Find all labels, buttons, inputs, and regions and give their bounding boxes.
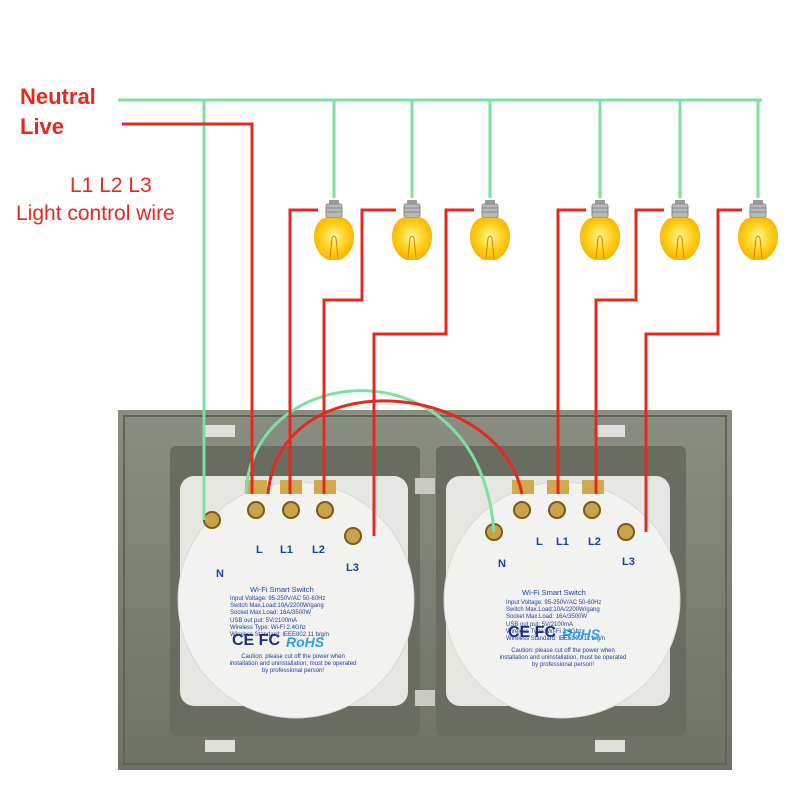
light-bulb-icon <box>313 199 355 261</box>
light-bulb-icon <box>659 199 701 261</box>
terminal-label-l2-left: L2 <box>312 544 325 556</box>
neutral-wires <box>118 98 762 533</box>
certification-marks-right: CE FC <box>508 624 556 641</box>
switch-title-right: Wi-Fi Smart Switch <box>522 588 586 597</box>
terminal-label-n-right: N <box>498 558 506 570</box>
light-bulb-icon <box>737 199 779 261</box>
terminal-label-l-right: L <box>536 536 543 548</box>
terminal-label-l3-right: L3 <box>622 556 635 568</box>
terminal-label-l1-left: L1 <box>280 544 293 556</box>
terminal-label-l2-right: L2 <box>588 536 601 548</box>
legend-l1-l2-l3: L1 L2 L3 <box>70 174 152 197</box>
caution-text-left: Caution: please cut off the power when i… <box>229 654 357 675</box>
legend-light-control-wire: Light control wire <box>16 202 175 225</box>
terminal-label-l1-right: L1 <box>556 536 569 548</box>
live-wires <box>122 122 742 536</box>
terminal-label-n-left: N <box>216 568 224 580</box>
caution-text-right: Caution: please cut off the power when i… <box>499 648 627 669</box>
switch-specs-left: Input Voltage: 95-250V/AC 50-60Hz Switch… <box>230 596 329 639</box>
switch-specs-right: Input Voltage: 95-250V/AC 50-60Hz Switch… <box>506 600 605 643</box>
terminal-label-l-left: L <box>256 544 263 556</box>
switch-title-left: Wi-Fi Smart Switch <box>250 585 314 594</box>
legend-live: Live <box>20 114 65 139</box>
switch-module-left <box>177 476 415 719</box>
light-bulb-icon <box>469 199 511 261</box>
terminal-label-l3-left: L3 <box>346 562 359 574</box>
rohs-mark-right: RoHS <box>562 626 601 642</box>
legend-neutral: Neutral <box>20 84 96 109</box>
rohs-mark-left: RoHS <box>286 634 325 650</box>
switch-module-right <box>443 476 681 719</box>
certification-marks-left: CE FC <box>232 632 280 649</box>
light-bulb-icon <box>391 199 433 261</box>
